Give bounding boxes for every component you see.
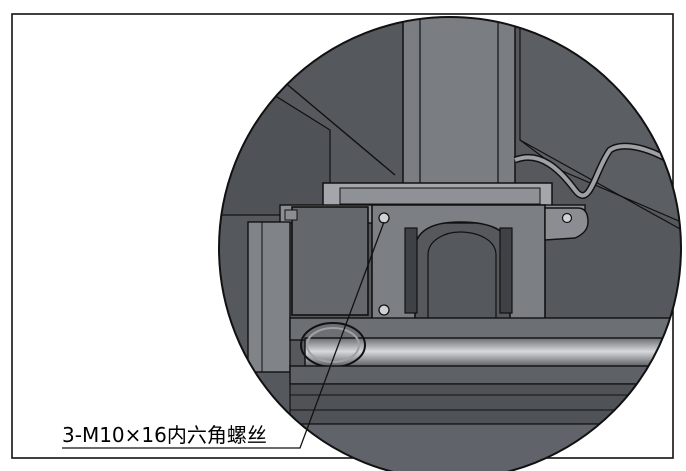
left-housing — [291, 206, 369, 316]
bolt-head-icon — [378, 304, 390, 316]
bolt-head-icon — [561, 212, 573, 224]
far-left-panel — [247, 221, 291, 373]
lower-rail — [289, 365, 681, 385]
detail-view — [219, 17, 681, 471]
callout-label: 3-M10×16内六角螺丝 — [62, 423, 267, 447]
detail-circle-border — [218, 16, 682, 471]
slot-right — [499, 227, 513, 314]
vertical-column — [402, 17, 516, 191]
tube — [304, 337, 681, 369]
slot-left — [404, 227, 418, 314]
bolt-head-icon — [378, 212, 390, 224]
upper-rail — [289, 317, 681, 341]
callout-leader — [62, 221, 385, 449]
